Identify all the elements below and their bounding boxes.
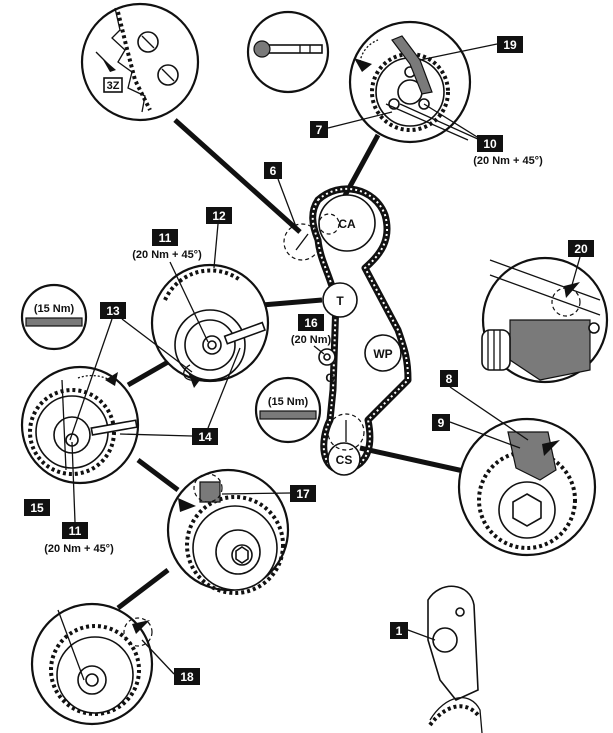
zoom-camshaft-lock <box>348 20 483 144</box>
svg-text:16: 16 <box>304 316 318 330</box>
svg-text:11: 11 <box>159 231 172 245</box>
bolt-icon <box>25 317 83 327</box>
engine-cover <box>427 585 483 733</box>
knurled-knob <box>481 329 511 371</box>
zoom-bolt-center: (15 Nm) <box>254 376 322 444</box>
zoom-crank-lock <box>30 602 154 726</box>
zoom-tensioner-lock <box>20 365 140 485</box>
torque-pin-center: (15 Nm) <box>268 396 309 408</box>
svg-text:1: 1 <box>396 624 403 638</box>
pulley-label-cs: CS <box>336 453 353 467</box>
svg-text:13: 13 <box>106 304 120 318</box>
leader-zoom-bottom <box>116 568 170 610</box>
pulley-label-g: G <box>325 371 334 385</box>
rotation-arrow-icon <box>354 58 372 72</box>
callout-6: 6 <box>264 162 299 233</box>
bolt-icon-center <box>259 410 317 420</box>
leader-zoom-tensioner <box>261 297 323 308</box>
svg-text:6: 6 <box>270 164 277 178</box>
rotation-arrow-icon-left <box>105 372 118 386</box>
callout-18: 18 <box>141 639 200 685</box>
callout-14: 14 <box>119 347 241 445</box>
tensioner-pulley <box>322 282 358 318</box>
zoom-camshaft-mark: 3Z <box>80 2 200 122</box>
holding-tool <box>391 35 433 95</box>
callout-19: 19 <box>419 36 523 61</box>
callout-11-top: 11 <box>152 229 209 343</box>
leader-zoom-top-left <box>173 118 302 234</box>
belt-layout: CA T WP G CS <box>283 185 412 476</box>
callout-7: 7 <box>310 111 393 138</box>
leader-zoom-crank-right <box>359 445 469 475</box>
callout-16: 16 <box>298 314 325 355</box>
camshaft-pulley <box>318 194 376 252</box>
arrow-icon-bottom <box>132 620 150 634</box>
crankshaft-pulley <box>327 442 361 476</box>
water-pump-pulley <box>364 334 402 372</box>
callout-11-bottom: 11 <box>62 441 88 539</box>
arrow-icon-mid <box>178 498 196 512</box>
svg-text:20: 20 <box>574 242 588 256</box>
svg-text:17: 17 <box>296 487 310 501</box>
zoom-bolt-left: (15 Nm) <box>20 283 88 351</box>
torque-part-11-bottom: (20 Nm + 45°) <box>44 543 114 555</box>
callout-17: 17 <box>221 485 316 502</box>
allen-key <box>223 321 266 345</box>
pulley-label-t: T <box>336 294 344 308</box>
pulley-label-wp: WP <box>373 347 392 361</box>
svg-text:10: 10 <box>483 137 497 151</box>
callout-13: 13 <box>69 302 193 441</box>
callout-20: 20 <box>568 240 594 293</box>
svg-text:7: 7 <box>316 123 323 137</box>
mark-3z: 3Z <box>107 80 120 92</box>
zoom-tensioner-adjust <box>481 256 609 384</box>
callout-9: 9 <box>432 414 521 449</box>
leader-lines <box>116 118 512 610</box>
svg-text:9: 9 <box>438 416 445 430</box>
timing-mark-circle <box>283 223 321 261</box>
svg-text:19: 19 <box>503 38 517 52</box>
torque-part-11-top: (20 Nm + 45°) <box>132 249 202 261</box>
svg-text:12: 12 <box>212 209 226 223</box>
hex-bolt <box>512 493 542 527</box>
svg-text:18: 18 <box>180 670 194 684</box>
arrow-icon-gear <box>542 440 560 456</box>
svg-text:14: 14 <box>198 430 212 444</box>
callout-1: 1 <box>390 622 436 641</box>
callout-15: 15 <box>24 499 50 516</box>
torque-part-10: (20 Nm + 45°) <box>473 155 543 167</box>
callout-12: 12 <box>206 207 232 269</box>
torque-pin-left: (15 Nm) <box>34 303 75 315</box>
callout-10: 10 <box>477 135 503 152</box>
svg-text:11: 11 <box>69 524 82 538</box>
leader-zoom-left <box>126 359 170 388</box>
zoom-locking-pin <box>246 10 330 94</box>
callout-labels: 1 6 7 8 9 10 (20 Nm + 45°) 11 (20 Nm + 4… <box>24 36 594 685</box>
zoom-crank-sprocket <box>166 468 290 595</box>
leader-zoom-mid <box>136 458 180 492</box>
torque-part-16: (20 Nm) <box>291 334 332 346</box>
zoom-tensioner <box>150 263 270 388</box>
arrow-icon-right <box>564 282 580 298</box>
svg-text:8: 8 <box>446 372 453 386</box>
timing-belt <box>309 185 412 474</box>
callout-8: 8 <box>440 370 529 441</box>
zoom-crankshaft-gear <box>457 417 597 557</box>
svg-text:15: 15 <box>30 501 44 515</box>
pulley-label-ca: CA <box>338 217 356 231</box>
